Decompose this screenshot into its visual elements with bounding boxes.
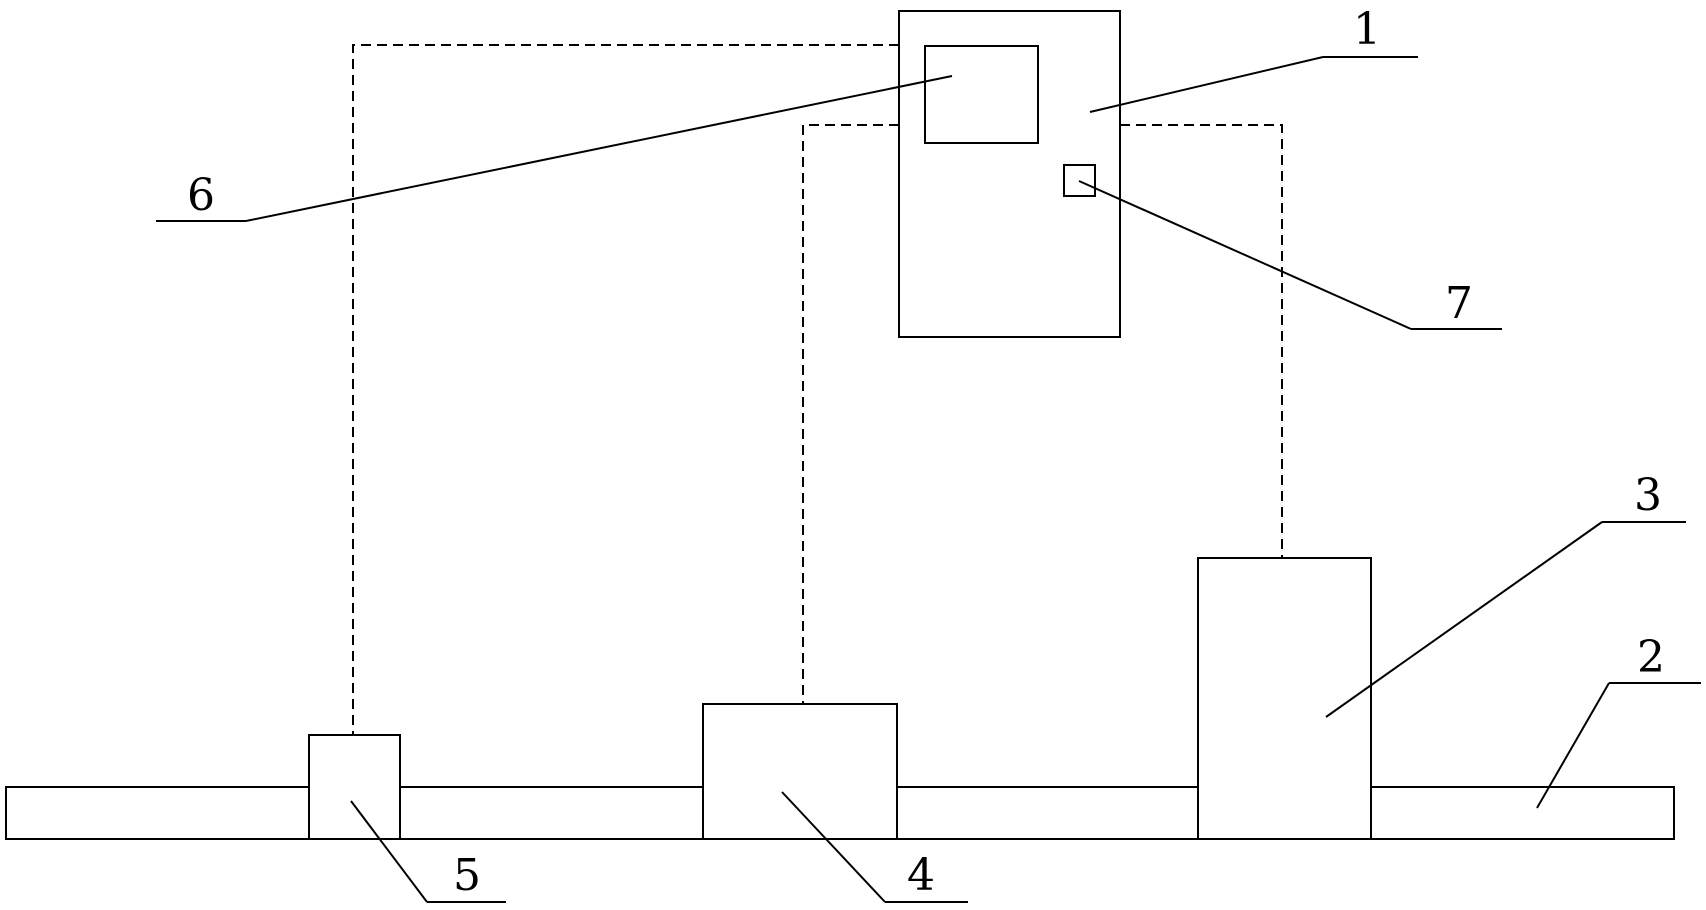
connection-lines: [352, 44, 1283, 735]
label-7: 7: [1445, 278, 1473, 329]
label-1: 1: [1353, 4, 1381, 55]
device-block-4: [702, 703, 898, 840]
label-6: 6: [187, 170, 215, 221]
line-controller-to-4: [802, 124, 899, 704]
control-box: [898, 10, 1121, 338]
leader-3: [1325, 521, 1603, 718]
display-screen: [924, 45, 1039, 144]
label-5: 5: [453, 850, 481, 901]
sensor-block-5: [308, 734, 401, 840]
leader-4: [781, 791, 886, 903]
label-2: 2: [1637, 632, 1665, 683]
device-block-3: [1197, 557, 1372, 840]
leader-2: [1536, 682, 1610, 809]
leader-7: [1078, 180, 1412, 330]
line-controller-to-5: [352, 44, 899, 735]
control-button: [1063, 164, 1096, 197]
leader-lines: [156, 56, 1701, 903]
leader-5: [350, 800, 428, 903]
leader-1: [1089, 56, 1324, 113]
leader-6: [245, 75, 953, 222]
control-box-body: [898, 10, 1121, 338]
label-4: 4: [907, 850, 935, 901]
callout-numbers: 1 6 7 3 2 5 4: [187, 4, 1665, 901]
label-3: 3: [1634, 470, 1662, 521]
line-controller-to-3: [1120, 124, 1283, 558]
